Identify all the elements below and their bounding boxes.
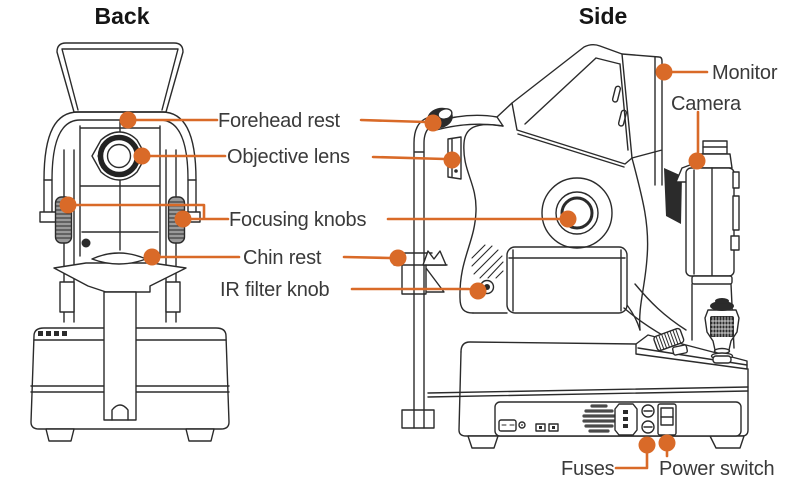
- power-switch-label: Power switch: [659, 458, 775, 480]
- monitor-label: Monitor: [712, 62, 778, 84]
- chin-rest-dot-back: [143, 248, 161, 266]
- side-view-drawing: [393, 44, 749, 449]
- monitor-dot: [655, 63, 673, 81]
- objective-lens-label: Objective lens: [227, 146, 350, 168]
- focusing-knobs-label: Focusing knobs: [229, 209, 367, 231]
- chin-rest-drawing: [53, 252, 187, 421]
- chin-rest-dot-side: [389, 249, 407, 267]
- camera-dot: [688, 152, 706, 170]
- focusing-knob-dot-right: [174, 210, 192, 228]
- speaker-grille-drawing: [582, 404, 616, 433]
- focusing-knob-dot-side: [559, 210, 577, 228]
- side-view-title: Side: [578, 3, 628, 29]
- elevation-wheel-drawing: [653, 327, 689, 356]
- forehead-rest-dot-back: [119, 111, 137, 129]
- leader-lines: [74, 70, 709, 470]
- monitor-back-drawing: [56, 42, 184, 113]
- back-view-title: Back: [94, 3, 150, 29]
- fuses-dot: [638, 436, 656, 454]
- monitor-side-drawing: [511, 44, 663, 186]
- power-switch-dot: [658, 434, 676, 452]
- forehead-rest-dot-side: [424, 114, 442, 132]
- callout-dots: [59, 63, 706, 454]
- back-view-drawing: [30, 42, 230, 442]
- camera-label: Camera: [671, 93, 741, 115]
- chin-rest-label: Chin rest: [243, 247, 322, 269]
- fuse-holders-drawing: [641, 404, 655, 434]
- objective-lens-dot-side: [443, 151, 461, 169]
- focusing-knob-side-drawing: [541, 177, 613, 249]
- ir-filter-knob-dot: [469, 282, 487, 300]
- support-pole-drawing: [401, 116, 436, 429]
- ir-filter-knob-label: IR filter knob: [220, 279, 330, 301]
- focusing-knob-dot-left: [59, 196, 77, 214]
- power-inlet-drawing: [614, 403, 638, 436]
- power-switch-drawing: [657, 403, 677, 436]
- forehead-rest-label: Forehead rest: [218, 110, 340, 132]
- joystick-drawing: [704, 298, 740, 364]
- headrest-frame-drawing: [39, 111, 201, 223]
- fuses-label: Fuses: [561, 458, 615, 480]
- objective-lens-dot-back: [133, 147, 151, 165]
- power-panel-drawing: [494, 401, 742, 437]
